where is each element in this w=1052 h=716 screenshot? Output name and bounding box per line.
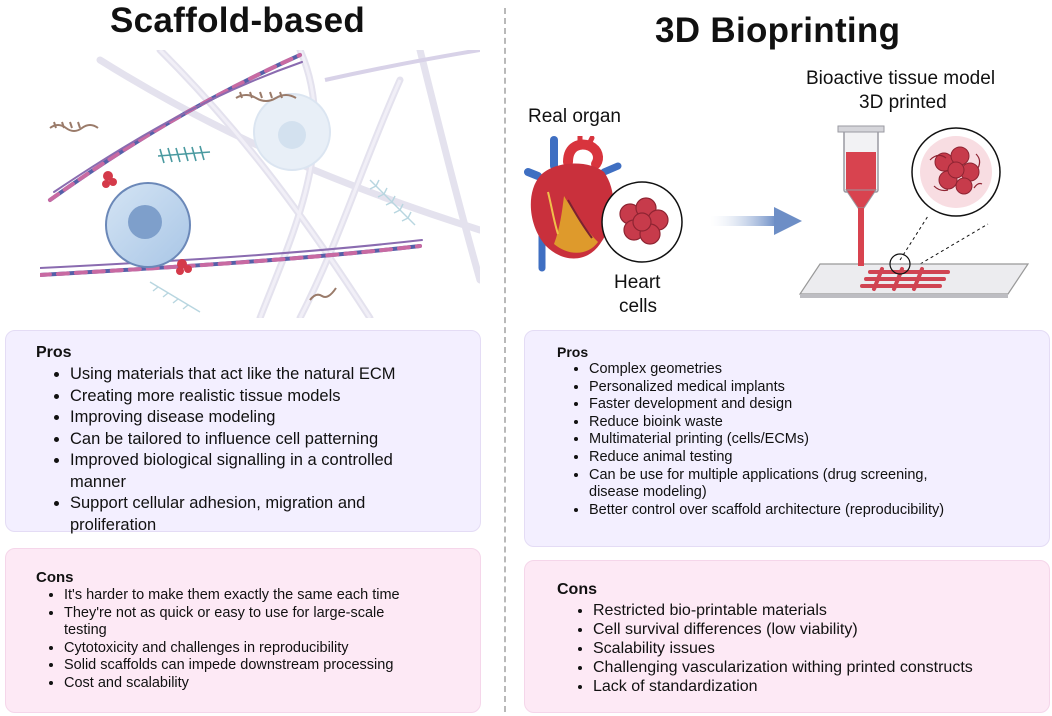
scaffold-pros-box: Pros Using materials that act like the n… [5,330,481,534]
section-divider [504,8,506,712]
list-item: Can be use for multiple applications (dr… [589,467,1039,502]
bioprinting-pros-heading: Pros [557,344,589,360]
proteoglycan-brown [49,91,337,301]
collagen-fiber-top [48,53,303,202]
list-item: Faster development and design [589,396,1039,414]
faint-fiber-right [324,50,480,82]
list-item: Complex geometries [589,361,1039,379]
heart-cells-label-line1: Heart [614,272,661,293]
scaffold-pros-list: Using materials that act like the natura… [36,364,470,536]
proteoglycan-light [149,179,416,313]
collagen-fiber-bottom [40,239,423,277]
integrin-attachment-bottom [176,259,192,275]
list-item: Cell survival differences (low viability… [593,620,1039,639]
scaffold-cons-heading: Cons [36,569,74,586]
bioprinting-pros-list: Complex geometries Personalized medical … [557,361,1039,519]
scaffold-cons-box: Cons It's harder to make them exactly th… [5,548,481,713]
list-item: Creating more realistic tissue models [70,386,470,408]
bioprinting-cons-heading: Cons [557,581,597,598]
scaffold-illustration [40,50,480,318]
tissue-model-label-line2: 3D printed [859,92,947,113]
list-item: Reduce bioink waste [589,414,1039,432]
arrow-right-icon [710,207,802,235]
list-item: Better control over scaffold architectur… [589,502,1039,520]
heart-cells-label-line2: cells [619,296,658,317]
list-item: Using materials that act like the natura… [70,364,470,386]
list-item: It's harder to make them exactly the sam… [64,587,470,605]
list-item: Cost and scalability [64,675,470,693]
tissue-model-label-line1: Bioactive tissue model [806,68,996,89]
list-item: Personalized medical implants [589,379,1039,397]
list-item: Can be tailored to influence cell patter… [70,429,470,451]
list-item: Solid scaffolds can impede downstream pr… [64,657,470,675]
list-item: Scalability issues [593,639,1039,658]
list-item: Restricted bio-printable materials [593,601,1039,620]
list-item: Cytotoxicity and challenges in reproduci… [64,640,470,658]
bioprinting-title: 3D Bioprinting [655,11,901,50]
bioprinting-pros-box: Pros Complex geometries Personalized med… [524,330,1050,547]
real-organ-label: Real organ [528,106,621,127]
bioprinter-illustration [798,125,1030,298]
background-cell [253,93,331,171]
scaffold-cons-list: It's harder to make them exactly the sam… [36,587,470,692]
main-cell [105,182,191,268]
list-item: Reduce animal testing [589,449,1039,467]
list-item: Improving disease modeling [70,407,470,429]
list-item: Support cellular adhesion, migration and… [70,493,470,536]
scaffold-pros-heading: Pros [36,344,72,361]
bioprinting-cons-box: Cons Restricted bio-printable materials … [524,560,1050,713]
bioprinting-cons-list: Restricted bio-printable materials Cell … [557,601,1039,696]
heart-icon [524,136,622,272]
list-item: Multimaterial printing (cells/ECMs) [589,431,1039,449]
list-item: They're not as quick or easy to use for … [64,605,470,640]
scaffold-based-title: Scaffold-based [110,1,366,40]
integrin-attachment-top [102,171,117,188]
heart-cells-icon [601,181,683,263]
proteoglycan-teal [157,145,211,164]
list-item: Improved biological signalling in a cont… [70,450,470,493]
background-fibers-inner [158,50,402,318]
list-item: Lack of standardization [593,677,1039,696]
list-item: Challenging vascularization withing prin… [593,658,1039,677]
